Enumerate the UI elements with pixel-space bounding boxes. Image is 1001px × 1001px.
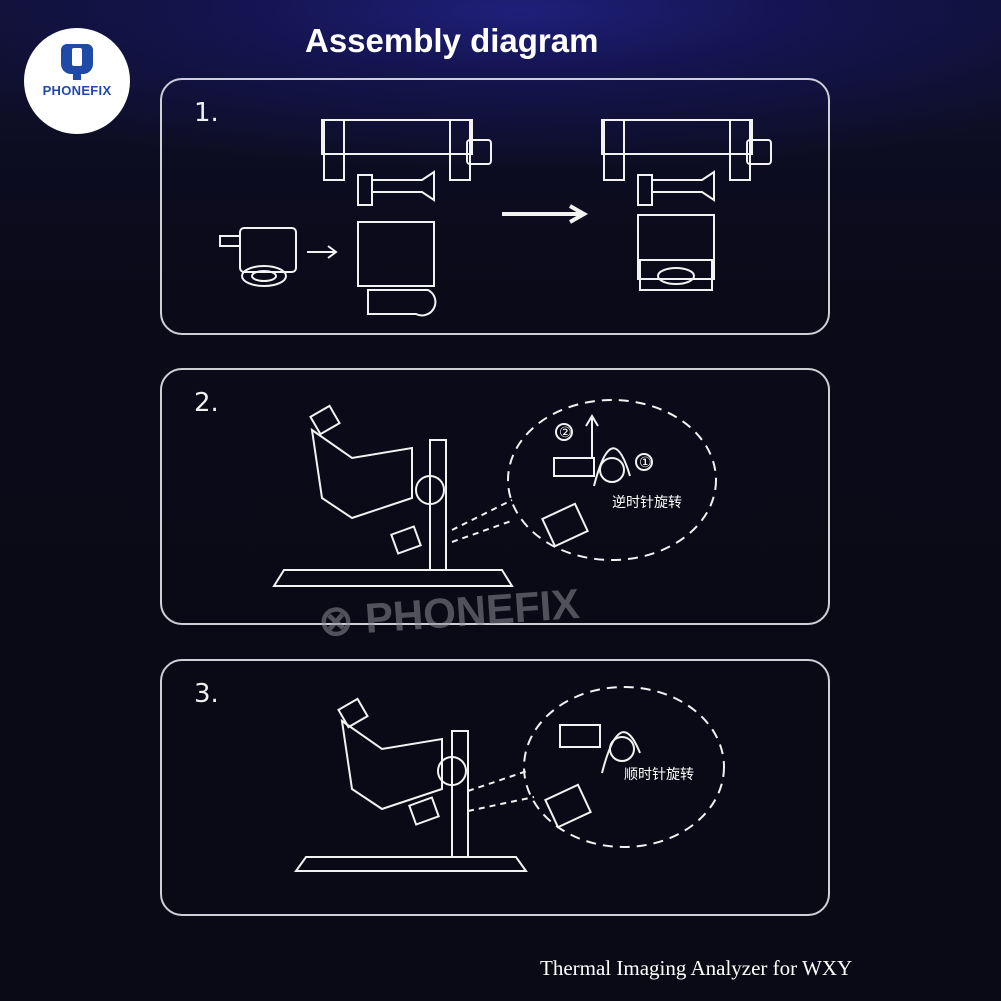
rotate-arrow-icon	[601, 731, 641, 774]
phonefix-logo: PHONEFIX	[24, 28, 130, 134]
arrow-right-icon	[307, 245, 338, 259]
microscope	[272, 404, 514, 587]
camera-mount-assembly-illustration	[219, 119, 772, 317]
step-number: 1.	[194, 98, 219, 128]
marker-1: ①	[639, 455, 652, 471]
step-1-panel: 1.	[160, 78, 830, 335]
camera-detail	[544, 724, 641, 829]
logo-text: PHONEFIX	[42, 83, 112, 98]
product-caption: Thermal Imaging Analyzer for WXY	[540, 956, 853, 980]
page-title: Assembly diagram	[305, 22, 599, 59]
arrow-right-icon	[502, 204, 589, 224]
rotation-instruction: 逆时针旋转	[612, 495, 682, 511]
marker-2: ②	[559, 425, 572, 441]
detail-callout-circle	[507, 399, 717, 561]
microscope-install-illustration: ② ① 逆时针旋转	[272, 399, 717, 587]
step-number: 3.	[194, 679, 219, 709]
camera-detail	[541, 414, 653, 548]
callout-lines	[467, 770, 535, 812]
wrench-phone-icon	[61, 44, 93, 80]
step-2-panel: 2. ② ① 逆时针旋转	[160, 368, 830, 625]
phone-holder-with-mount	[321, 119, 492, 317]
rotate-arrow-icon	[593, 447, 631, 487]
camera-module	[219, 227, 297, 287]
step-3-panel: 3. 顺时针旋转	[160, 659, 830, 916]
microscope	[294, 697, 528, 872]
rotation-instruction: 顺时针旋转	[624, 767, 694, 783]
assembled-mount	[601, 119, 772, 291]
callout-lines	[451, 499, 515, 543]
microscope-rotate-illustration: 顺时针旋转	[294, 686, 725, 872]
arrow-up-icon	[585, 414, 599, 458]
step-number: 2.	[194, 388, 219, 418]
detail-callout-circle	[523, 686, 725, 848]
